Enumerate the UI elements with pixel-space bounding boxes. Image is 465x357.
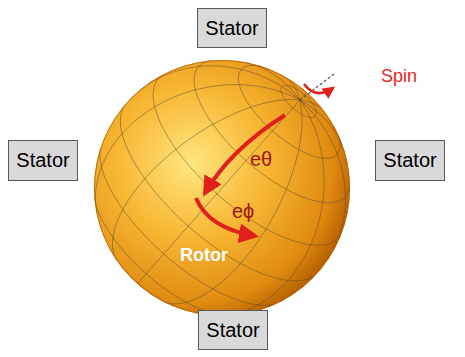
stator-box: Stator bbox=[375, 140, 445, 181]
grid-line bbox=[300, 100, 346, 154]
spin-label: Spin bbox=[381, 66, 417, 87]
e-phi-arrow bbox=[196, 198, 255, 236]
grid-line bbox=[110, 250, 174, 307]
unit-vector-label: eθ bbox=[250, 148, 272, 171]
spin-arrow bbox=[304, 84, 333, 93]
unit-vector-label: eϕ bbox=[232, 200, 254, 223]
spin-axis bbox=[300, 74, 334, 100]
rotor-label: Rotor bbox=[180, 245, 228, 266]
stator-box: Stator bbox=[8, 140, 78, 181]
e-theta-arrow bbox=[205, 115, 285, 193]
rotor-sphere bbox=[94, 60, 350, 316]
rotor-outline bbox=[94, 60, 350, 316]
stator-label: Stator bbox=[206, 319, 259, 342]
stator-label: Stator bbox=[16, 149, 69, 172]
grid-line bbox=[300, 100, 346, 273]
grid-line bbox=[120, 103, 318, 281]
grid-line bbox=[161, 100, 302, 304]
sphere-grid bbox=[94, 60, 349, 315]
rotor-circle: Rotor bbox=[94, 60, 350, 316]
stator-box: Stator bbox=[198, 310, 268, 350]
grid-line bbox=[137, 100, 300, 284]
stator-label: Stator bbox=[205, 17, 258, 40]
rotor-border bbox=[95, 61, 350, 316]
stator-box: Stator bbox=[197, 8, 267, 48]
grid-line bbox=[194, 60, 350, 202]
stator-label: Stator bbox=[383, 149, 436, 172]
